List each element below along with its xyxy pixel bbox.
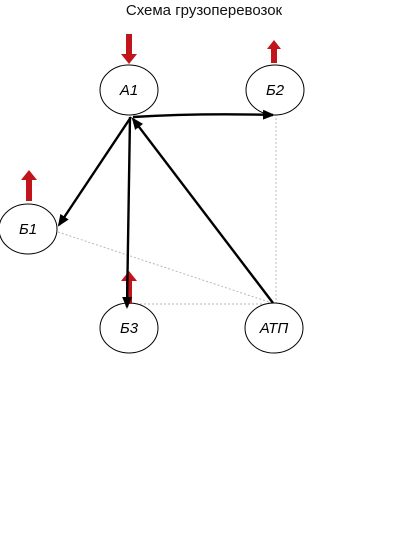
indicator-out-b2-arrow-icon [267, 40, 281, 63]
node-atp: АТП [244, 302, 304, 354]
indicator-out-b1-arrow-icon [21, 170, 37, 201]
indicator-b3-head [121, 271, 137, 281]
indicator-out-b3-arrow-icon [121, 271, 137, 304]
node-b1-label: Б1 [19, 221, 37, 238]
guide-line-b1-atp [57, 231, 273, 304]
node-b3: Б3 [99, 302, 159, 354]
node-a1: А1 [99, 64, 159, 116]
node-b3-label: Б3 [120, 320, 139, 337]
node-b2-circle [245, 64, 305, 116]
node-b1-circle [0, 203, 58, 255]
node-atp-label: АТП [259, 320, 289, 337]
node-a1-circle [99, 64, 159, 116]
node-b1: Б1 [0, 203, 58, 255]
indicator-b2-head [267, 40, 281, 49]
flow-arrow-a1-to-b2 [132, 109, 275, 120]
node-a1-label: А1 [119, 82, 138, 99]
indicator-b1-shaft [26, 179, 32, 201]
indicator-in-a1-arrow-icon [121, 34, 137, 64]
flow-arrow-a1-to-b3 [122, 116, 133, 309]
indicator-b2-shaft [271, 48, 277, 63]
indicator-a1-shaft [126, 34, 132, 56]
node-b2: Б2 [245, 64, 305, 116]
flow-arrow-atp-to-a1 [131, 117, 274, 304]
indicator-b3-shaft [126, 280, 132, 304]
node-b2-label: Б2 [266, 82, 285, 99]
diagram-title: Схема грузоперевозок [125, 2, 283, 19]
indicator-b1-head [21, 170, 37, 180]
indicator-a1-head [121, 54, 137, 64]
node-atp-circle [244, 302, 304, 354]
flow-arrow-a1-to-b1 [57, 116, 132, 227]
